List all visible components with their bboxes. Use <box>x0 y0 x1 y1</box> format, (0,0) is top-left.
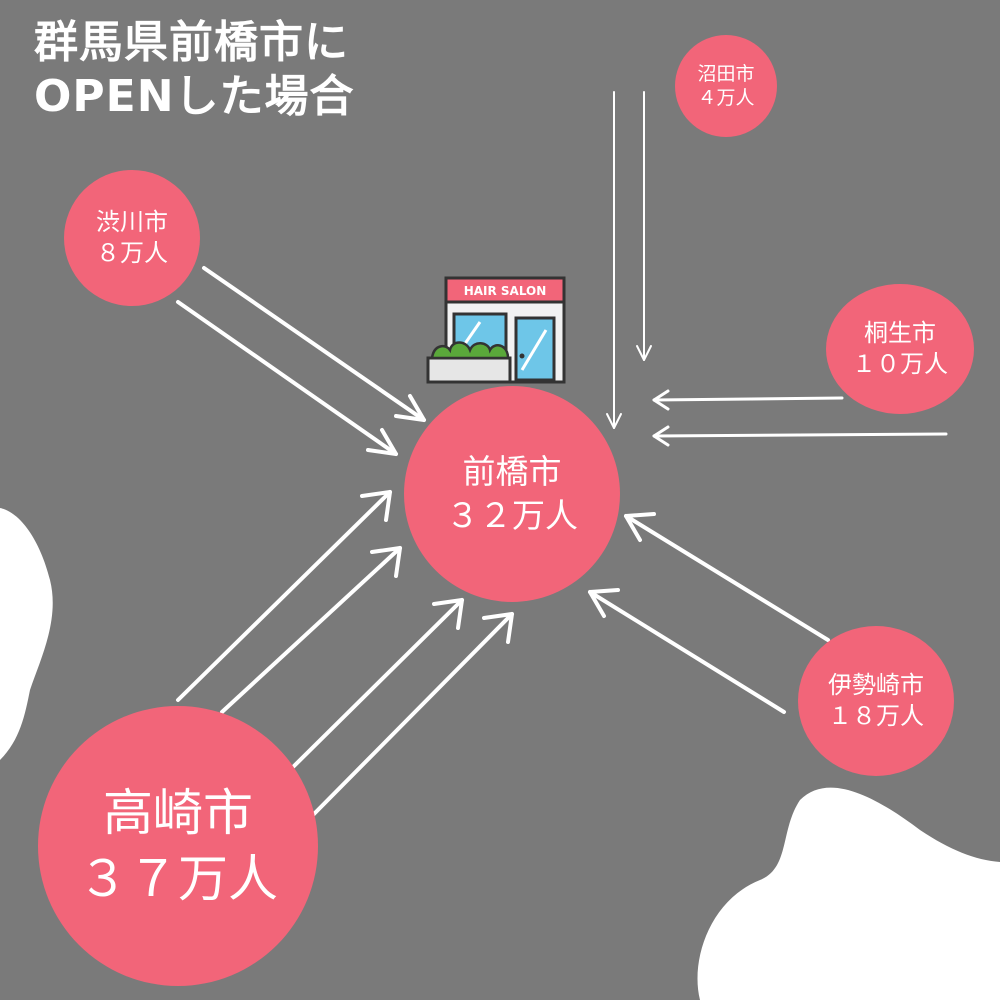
city-maebashi: 前橋市 ３２万人 <box>404 386 620 602</box>
arrows-takasaki <box>176 490 514 820</box>
city-kiryu: 桐生市 １０万人 <box>826 284 974 414</box>
hair-salon-icon: HAIR SALON <box>426 276 566 384</box>
city-shibukawa: 渋川市 ８万人 <box>64 170 200 306</box>
city-population: ４万人 <box>697 87 755 109</box>
city-name: 桐生市 <box>864 319 936 347</box>
arrows-kiryu <box>652 389 948 447</box>
title-line-2: OPENした場合 <box>34 71 355 122</box>
city-population: １０万人 <box>852 350 948 378</box>
city-population: ３７万人 <box>78 850 278 908</box>
city-name: 渋川市 <box>96 208 168 236</box>
city-population: ３２万人 <box>446 496 578 535</box>
city-takasaki: 高崎市 ３７万人 <box>38 706 318 986</box>
city-population: １８万人 <box>828 702 924 730</box>
arrows-numata <box>606 91 652 429</box>
city-name: 沼田市 <box>697 63 755 85</box>
city-numata: 沼田市 ４万人 <box>675 35 777 137</box>
salon-sign-text: HAIR SALON <box>464 284 547 298</box>
arrows-shibukawa <box>176 266 426 456</box>
city-name: 伊勢崎市 <box>828 671 924 699</box>
city-name: 前橋市 <box>462 452 562 491</box>
land-left <box>0 508 53 760</box>
city-name: 高崎市 <box>103 784 253 842</box>
city-isesaki: 伊勢崎市 １８万人 <box>798 626 954 776</box>
city-population: ８万人 <box>96 239 168 267</box>
land-bottom-right <box>697 787 1000 1000</box>
diagram-title: 群馬県前橋市に OPENした場合 <box>34 16 355 124</box>
arrows-isesaki <box>588 512 830 714</box>
title-line-1: 群馬県前橋市に <box>34 17 349 68</box>
